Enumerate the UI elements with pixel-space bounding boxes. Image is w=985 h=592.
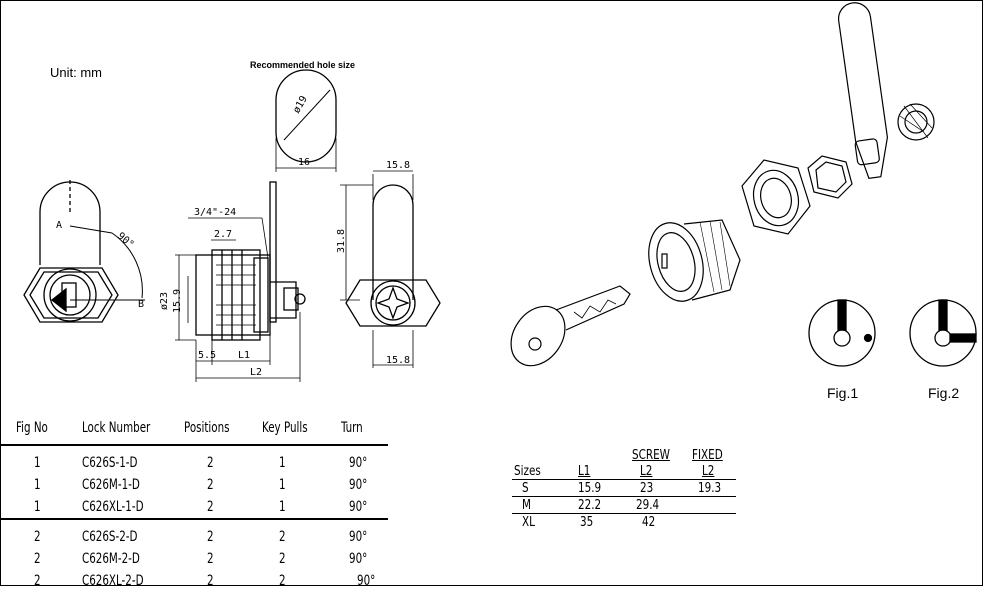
table-cell: 90° [349, 455, 368, 471]
table-cell: 2 [279, 551, 286, 567]
table-cell: 90° [349, 499, 368, 515]
unit-label: Unit: mm [50, 65, 102, 80]
side-view-drawing [175, 181, 306, 382]
table-cell: 1 [279, 499, 286, 515]
table-cell: C626XL-1-D [82, 499, 144, 515]
lock-group-fig2: 2 C626S-2-D 2 2 90° 2 C626M-2-D 2 2 90° … [0, 526, 388, 592]
thread-label: 3/4"-24 [194, 207, 237, 218]
header-positions: Positions [184, 420, 230, 436]
fig2-label: Fig.2 [928, 385, 960, 401]
table-row: 2 C626XL-2-D 2 2 90° [0, 570, 388, 592]
table-cell: 1 [279, 455, 286, 471]
table-cell: 2 [34, 551, 41, 567]
table-cell: 2 [207, 477, 214, 493]
exploded-view-drawing [510, 2, 935, 367]
table-cell: 90° [357, 573, 376, 589]
dim-23-label: ø23 [159, 291, 171, 311]
table-cell: 1 [34, 477, 41, 493]
table-cell: 2 [207, 573, 214, 589]
table-cell: 2 [279, 573, 286, 589]
table-cell: 2 [34, 573, 41, 589]
table-cell: 1 [279, 477, 286, 493]
table-row: 1 C626M-1-D 2 1 90° [0, 474, 388, 496]
table-cell: 29.4 [636, 498, 660, 513]
table-cell: C626XL-2-D [82, 573, 144, 589]
fig1-diagram [808, 299, 876, 367]
table-cell: 19.3 [698, 481, 722, 496]
header-screw-l2: L2 [640, 464, 653, 479]
header-l1: L1 [578, 464, 591, 479]
size-header-row: Sizes L1 L2 L2 [512, 463, 736, 480]
hole-size-drawing [275, 69, 337, 172]
table-cell: 1 [34, 455, 41, 471]
table-cell: M [522, 498, 531, 513]
table-cell: 2 [207, 529, 214, 545]
size-group-header: SCREW FIXED [512, 447, 736, 463]
header-sizes: Sizes [514, 464, 541, 479]
table-cell: C626S-1-D [82, 455, 138, 471]
lock-table-header: Fig No Lock Number Positions Key Pulls T… [0, 416, 388, 446]
l2-label: L2 [250, 367, 263, 378]
fig1-label: Fig.1 [827, 385, 859, 401]
fig2-diagram [909, 299, 977, 367]
table-cell: 1 [34, 499, 41, 515]
table-cell: 15.9 [578, 481, 602, 496]
header-key-pulls: Key Pulls [262, 420, 308, 436]
table-cell: 90° [349, 477, 368, 493]
hole-width-label: 16 [298, 157, 311, 168]
table-cell: 23 [640, 481, 654, 496]
table-cell: 2 [207, 499, 214, 515]
header-fig-no: Fig No [16, 420, 48, 436]
table-cell: 90° [349, 551, 368, 567]
table-row: M 22.2 29.4 [512, 497, 736, 514]
table-cell: 22.2 [578, 498, 602, 513]
table-cell: S [522, 481, 529, 496]
table-row: S 15.9 23 19.3 [512, 480, 736, 497]
position-b-label: B [138, 299, 145, 310]
table-cell: 2 [207, 551, 214, 567]
table-row: 2 C626M-2-D 2 2 90° [0, 548, 388, 570]
dim-55-label: 5.5 [198, 350, 217, 361]
position-a-label: A [56, 220, 63, 231]
table-cell: 2 [207, 455, 214, 471]
table-cell: 2 [34, 529, 41, 545]
table-row: XL 35 42 [512, 514, 736, 530]
width-top-label: 15.8 [386, 160, 411, 171]
height-label: 31.8 [336, 228, 348, 254]
table-cell: 42 [642, 515, 656, 530]
width-bottom-label: 15.8 [386, 355, 411, 366]
header-fixed-l2: L2 [702, 464, 715, 479]
hole-size-label: Recommended hole size [250, 60, 356, 70]
dim-27-label: 2.7 [214, 229, 233, 240]
header-turn: Turn [341, 420, 363, 436]
table-row: 2 C626S-2-D 2 2 90° [0, 526, 388, 548]
lock-table: Fig No Lock Number Positions Key Pulls T… [0, 416, 388, 592]
l1-label: L1 [238, 350, 251, 361]
table-row: 1 C626S-1-D 2 1 90° [0, 452, 388, 474]
header-screw: SCREW [632, 448, 670, 463]
table-cell: C626S-2-D [82, 529, 138, 545]
table-row: 1 C626XL-1-D 2 1 90° [0, 496, 388, 518]
size-table: SCREW FIXED Sizes L1 L2 L2 S 15.9 23 19.… [512, 447, 736, 530]
rear-view-drawing [340, 170, 441, 368]
table-cell: 2 [279, 529, 286, 545]
header-fixed: FIXED [692, 448, 723, 463]
table-cell: 35 [580, 515, 594, 530]
header-lock-number: Lock Number [82, 420, 151, 436]
table-cell: C626M-1-D [82, 477, 140, 493]
table-cell: 90° [349, 529, 368, 545]
table-cell: C626M-2-D [82, 551, 140, 567]
dim-159-label: 15.9 [172, 288, 184, 314]
lock-group-fig1: 1 C626S-1-D 2 1 90° 1 C626M-1-D 2 1 90° … [0, 452, 388, 520]
front-view-drawing [23, 180, 145, 323]
table-cell: XL [522, 515, 535, 530]
